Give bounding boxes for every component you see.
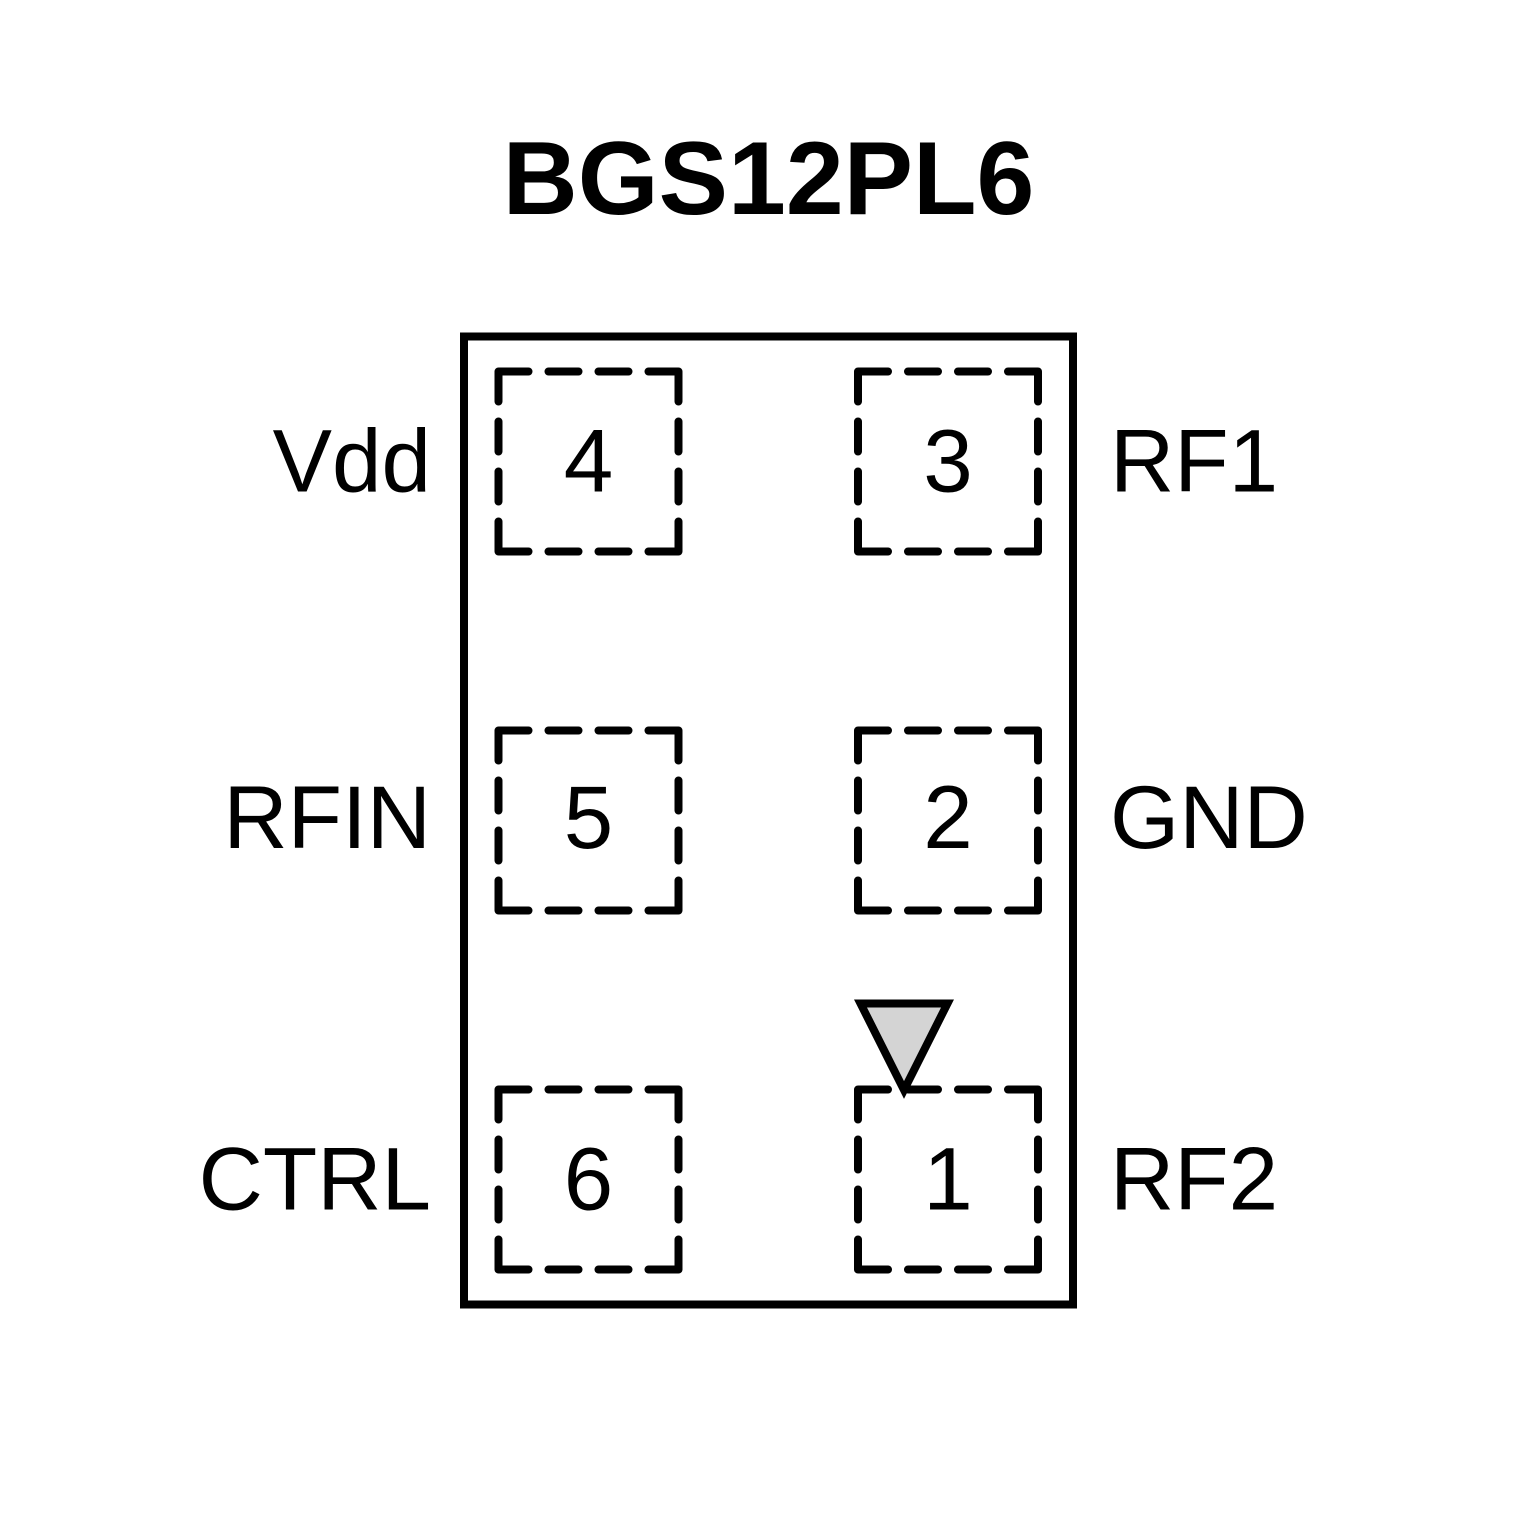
svg-text:RFIN: RFIN [223,767,431,867]
svg-text:1: 1 [923,1129,973,1229]
svg-text:GND: GND [1110,767,1308,867]
svg-text:3: 3 [923,411,973,511]
svg-text:RF1: RF1 [1110,411,1278,511]
svg-text:RF2: RF2 [1110,1129,1278,1229]
svg-text:5: 5 [564,767,614,867]
svg-text:CTRL: CTRL [199,1129,431,1229]
svg-text:6: 6 [564,1129,614,1229]
svg-text:Vdd: Vdd [273,411,431,511]
svg-text:4: 4 [564,411,614,511]
svg-text:2: 2 [923,767,973,867]
svg-text:BGS12PL6: BGS12PL6 [503,121,1035,237]
